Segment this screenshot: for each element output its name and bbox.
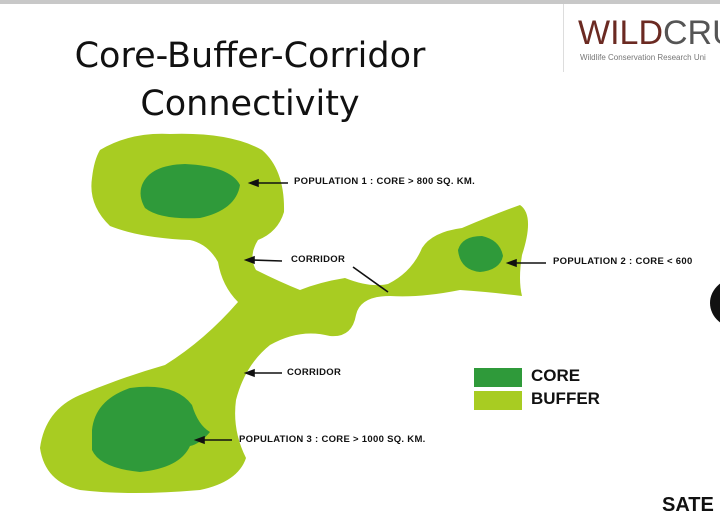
- label-population-1: POPULATION 1 : CORE > 800 SQ. KM.: [294, 176, 476, 187]
- title-line-2: Connectivity: [140, 84, 360, 124]
- wildcru-logo: WILDCRU Wildlife Conservation Research U…: [563, 4, 720, 72]
- legend-core-label: CORE: [531, 366, 581, 385]
- logo-subtitle: Wildlife Conservation Research Uni: [580, 53, 706, 62]
- title-line-1: Core-Buffer-Corridor: [74, 36, 426, 76]
- core-area-3: [92, 386, 210, 472]
- top-bar: [0, 0, 720, 4]
- line-corridor2: [352, 266, 389, 293]
- label-population-2: POPULATION 2 : CORE < 600: [553, 256, 693, 267]
- footer-partial-text: SATE: [662, 494, 714, 516]
- partial-black-circle: [710, 283, 720, 323]
- logo-cru: CRU: [663, 14, 720, 52]
- core-area-1: [140, 164, 240, 219]
- legend-buffer-label: BUFFER: [531, 389, 600, 408]
- core-area-2: [458, 236, 503, 272]
- legend-core-swatch: [474, 368, 522, 387]
- label-corridor-2: CORRIDOR: [287, 367, 342, 378]
- logo-wild: WILD: [578, 14, 663, 52]
- legend-buffer-swatch: [474, 391, 522, 410]
- label-corridor-1: CORRIDOR: [291, 254, 346, 265]
- label-population-3: POPULATION 3 : CORE > 1000 SQ. KM.: [239, 434, 426, 445]
- arrow-corridor1: [251, 259, 283, 262]
